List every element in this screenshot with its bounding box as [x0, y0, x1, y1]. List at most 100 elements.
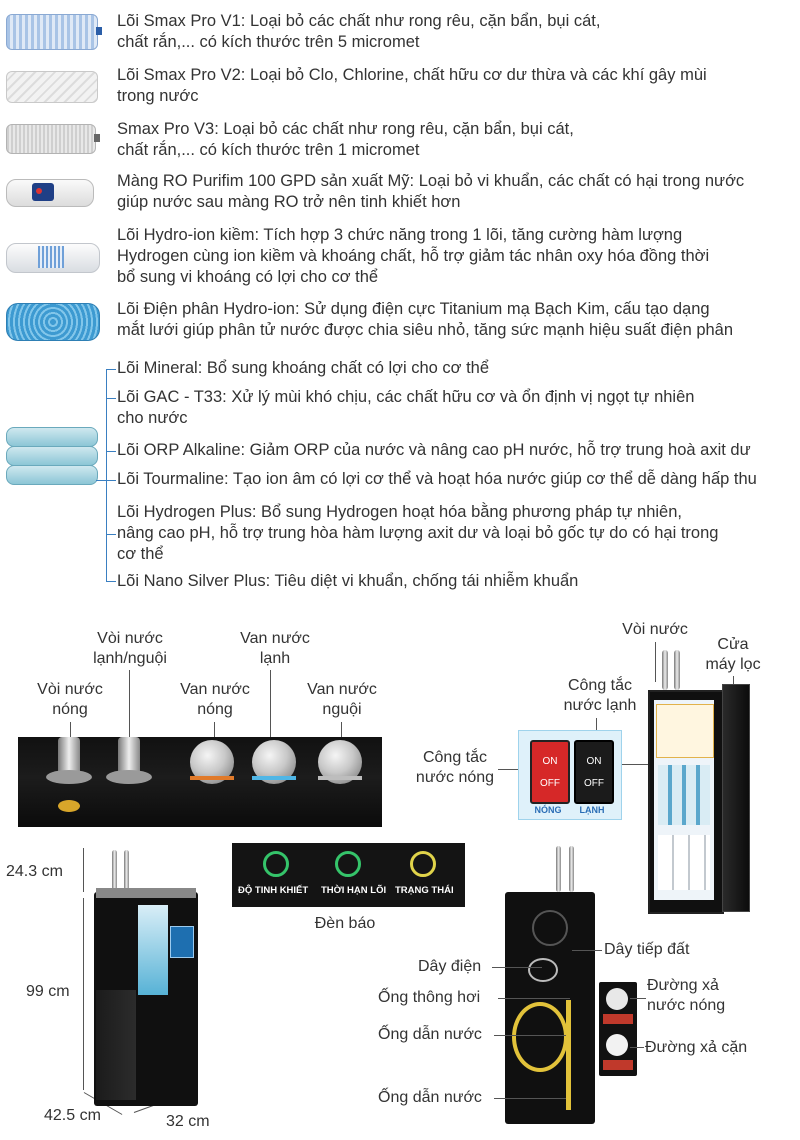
filter-group-image-2: [6, 446, 98, 466]
sediment-drain-tag: [603, 1060, 633, 1070]
group-filter-nano-silver: Lõi Nano Silver Plus: Tiêu diệt vi khuẩn…: [117, 572, 579, 590]
pointer-line: [214, 722, 215, 742]
group-bracket-vertical: [106, 369, 107, 581]
front-machine-top: [96, 888, 196, 898]
hot-drain-tag: [603, 1014, 633, 1024]
hot-tag: NÓNG: [534, 805, 562, 815]
group-filter-orp: Lõi ORP Alkaline: Giảm ORP của nước và n…: [117, 441, 751, 459]
hydro-label-icon: [38, 246, 64, 268]
cold-tap-base: [106, 770, 152, 784]
front-machine-screen: [170, 926, 194, 958]
filter-hydro-ion-image: [6, 243, 100, 273]
filter-smax-v1-image: [6, 14, 98, 50]
filter-smax-v2-text: Lõi Smax Pro V2: Loại bỏ Clo, Chlorine, …: [117, 66, 707, 105]
filter-life-indicator-icon: [335, 851, 361, 877]
dimension-line: [83, 848, 84, 892]
back-yellow-pipe: [566, 1000, 571, 1110]
filter-cap-icon: [96, 27, 102, 35]
group-filter-hydrogen-plus: Lõi Hydrogen Plus: Bổ sung Hydrogen hoạt…: [117, 503, 719, 563]
front-tap-pipe: [112, 850, 117, 890]
pointer-line: [270, 670, 271, 742]
group-bracket-tick: [106, 451, 116, 452]
pointer-line: [129, 670, 130, 750]
pointer-line: [655, 642, 656, 682]
cold-tag: LẠNH: [579, 805, 605, 815]
hot-switch-off: OFF: [540, 778, 560, 789]
cold-switch: [574, 740, 614, 804]
front-machine-decal: [138, 905, 168, 995]
warm-valve-ring: [318, 776, 362, 780]
filter-cap-icon: [94, 134, 100, 142]
ro-label-icon: [36, 188, 42, 194]
hot-switch: [530, 740, 570, 804]
filter-life-indicator-label: THỜI HẠN LÕI: [321, 885, 387, 896]
group-bracket-tick: [106, 398, 116, 399]
front-machine-side: [96, 990, 136, 1100]
group-filter-tourmaline: Lõi Tourmaline: Tạo ion âm có lợi cơ thể…: [117, 470, 757, 488]
cold-switch-on: ON: [586, 756, 602, 767]
group-bracket-tick: [96, 480, 116, 481]
pointer-line: [630, 998, 646, 999]
pointer-line: [630, 1047, 644, 1048]
back-coil-icon: [512, 1002, 568, 1072]
purity-indicator-label: ĐỘ TINH KHIẾT: [238, 885, 309, 896]
group-filter-gac: Lõi GAC - T33: Xử lý mùi khó chịu, các c…: [117, 388, 695, 427]
sediment-drain-label: Đường xả cặn: [645, 1039, 748, 1056]
front-tap-pipe: [124, 850, 129, 890]
pointer-line: [494, 1098, 566, 1099]
dimension-depth: 42.5 cm: [44, 1107, 101, 1124]
status-indicator-label: TRẠNG THÁI: [395, 885, 454, 896]
hot-valve-ring: [190, 776, 234, 780]
filter-smax-v3-image: [6, 124, 96, 154]
group-bracket-tick: [106, 581, 116, 582]
ro-label-icon: [32, 183, 54, 201]
back-tap-pipe: [569, 846, 574, 892]
filter-electrolysis-text: Lõi Điện phân Hydro-ion: Sử dụng điện cự…: [117, 300, 734, 339]
indicator-caption: Đèn báo: [314, 915, 376, 932]
dimension-top: 24.3 cm: [6, 863, 63, 880]
cabinet-filters: [658, 765, 710, 825]
filter-group-image-3: [6, 465, 98, 485]
dimension-line: [83, 898, 84, 1090]
hot-icon: [58, 800, 80, 812]
pointer-line: [572, 950, 602, 951]
hot-switch-on: ON: [542, 756, 558, 767]
cabinet-tap-label: Vòi nước: [622, 621, 688, 638]
pointer-line: [341, 722, 342, 742]
group-bracket-tick: [106, 369, 116, 370]
back-wire-icon: [528, 958, 558, 982]
cabinet-sticker: [656, 704, 714, 758]
cold-valve-ring: [252, 776, 296, 780]
cabinet-tap-pipe: [674, 650, 680, 690]
hot-drain-cap: [606, 988, 628, 1010]
ground-wire-label: Dây tiếp đất: [604, 941, 690, 958]
vent-pipe-label: Ống thông hơi: [378, 989, 481, 1006]
pointer-line: [621, 764, 653, 765]
filter-electrolysis-image: [6, 303, 100, 341]
filter-smax-v1-text: Lõi Smax Pro V1: Loại bỏ các chất như ro…: [117, 12, 601, 51]
filter-ro-text: Màng RO Purifim 100 GPD sản xuất Mỹ: Loạ…: [117, 172, 745, 211]
dimension-width: 32 cm: [166, 1113, 210, 1130]
power-cord-label: Dây điện: [418, 958, 482, 975]
filter-smax-v3-text: Smax Pro V3: Loại bỏ các chất như rong r…: [117, 120, 574, 159]
group-filter-mineral: Lõi Mineral: Bổ sung khoáng chất có lợi …: [117, 359, 490, 377]
group-bracket-tick: [106, 534, 116, 535]
cabinet-tap-pipe: [662, 650, 668, 690]
water-pipe-2-label: Ống dẫn nước: [378, 1089, 482, 1106]
pointer-line: [498, 998, 570, 999]
pointer-line: [492, 967, 542, 968]
cabinet-door: [722, 684, 750, 912]
cabinet-bottom-filters: [658, 835, 710, 890]
pointer-line: [494, 1035, 566, 1036]
hot-tap-base: [46, 770, 92, 784]
dimension-height: 99 cm: [26, 983, 70, 1000]
status-indicator-icon: [410, 851, 436, 877]
